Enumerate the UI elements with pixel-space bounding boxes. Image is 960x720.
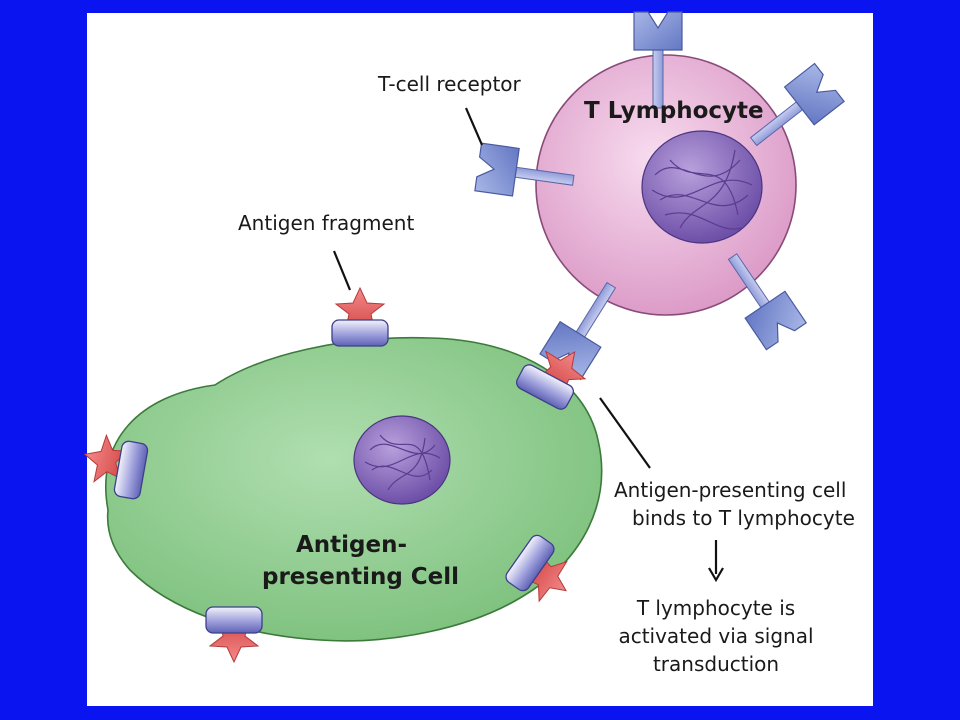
- label-apc-line1: Antigen-: [296, 532, 407, 558]
- label-activated-line1: T lymphocyte is: [636, 596, 795, 620]
- pointer-binding: [599, 397, 651, 469]
- pointer-t-cell-receptor: [464, 107, 484, 146]
- t-cell-nucleus: [641, 130, 763, 244]
- label-apc-line2: presenting Cell: [262, 564, 459, 590]
- label-binds-line1: Antigen-presenting cell: [614, 478, 846, 502]
- label-activated-line3: transduction: [653, 652, 779, 676]
- label-t-lymphocyte: T Lymphocyte: [584, 98, 764, 124]
- label-antigen-fragment: Antigen fragment: [238, 211, 414, 235]
- label-binds-line2: binds to T lymphocyte: [632, 506, 855, 530]
- down-arrow: [708, 540, 724, 583]
- apc-nucleus: [353, 415, 451, 505]
- pointer-antigen-fragment: [332, 250, 352, 291]
- label-activated-line2: activated via signal: [618, 624, 813, 648]
- label-t-cell-receptor: T-cell receptor: [377, 72, 522, 96]
